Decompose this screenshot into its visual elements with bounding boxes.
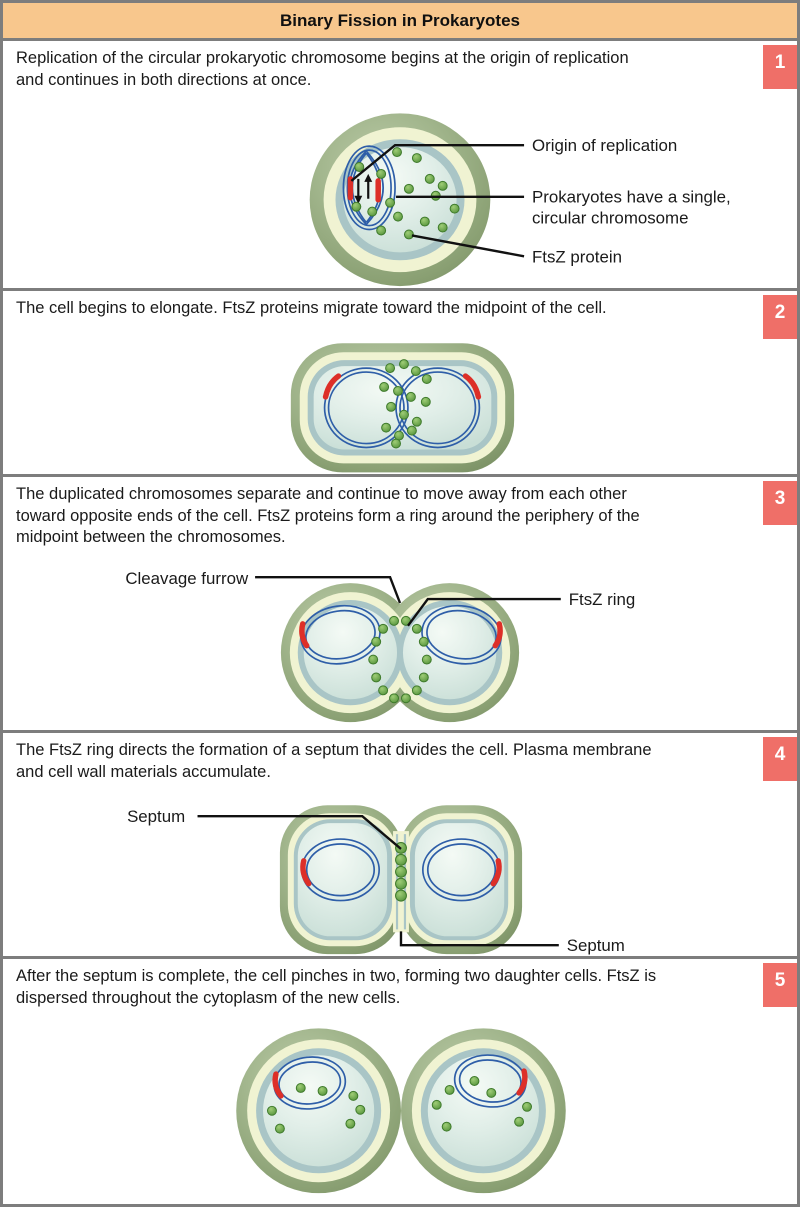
step-4-description: The FtsZ ring directs the formation of a… — [16, 740, 652, 783]
label-circular-chromosome-line2: circular chromosome — [532, 209, 688, 228]
label-circular-chromosome-line1: Prokaryotes have a single, — [532, 188, 731, 207]
step-3-text-line: The duplicated chromosomes separate and … — [16, 485, 627, 503]
origin-of-replication-marks — [300, 858, 502, 887]
step-2-number-badge: 2 — [763, 295, 797, 339]
step-1-callouts: Origin of replication Prokaryotes have a… — [350, 136, 731, 266]
cell-illustration-elongated-cell — [290, 343, 515, 473]
title-bar: Binary Fission in Prokaryotes — [3, 3, 797, 41]
step-1-description: Replication of the circular prokaryotic … — [16, 48, 629, 91]
step-4: 4 The FtsZ ring directs the formation of… — [3, 733, 797, 959]
cell-illustration-round-cell: Origin of replication Prokaryotes have a… — [309, 113, 731, 287]
step-1-text-line: and continues in both directions at once… — [16, 70, 312, 89]
ftsz-ring-dots — [368, 615, 432, 704]
step-5-text-line: dispersed throughout the cytoplasm of th… — [16, 988, 401, 1007]
step-5-text-line: After the septum is complete, the cell p… — [16, 967, 657, 985]
step-3-number-badge: 3 — [763, 481, 797, 525]
step-1-text-line: Replication of the circular prokaryotic … — [16, 49, 629, 67]
step-5-number-badge: 5 — [763, 963, 797, 1007]
step-3-description: The duplicated chromosomes separate and … — [16, 484, 640, 549]
cell-body — [309, 113, 491, 287]
step-3: 3 The duplicated chromosomes separate an… — [3, 477, 797, 733]
label-ftsz-ring: FtsZ ring — [569, 590, 636, 609]
step-4-callouts: Septum Septum — [127, 807, 625, 955]
page-title: Binary Fission in Prokaryotes — [280, 10, 520, 30]
replication-direction-arrows — [354, 173, 373, 204]
cell-illustration-septum-forming: Septum Septum — [127, 805, 625, 955]
daughter-cell-left — [236, 1028, 401, 1194]
step-2-description: The cell begins to elongate. FtsZ protei… — [16, 298, 607, 320]
cell-body — [290, 343, 515, 473]
step-2: 2 The cell begins to elongate. FtsZ prot… — [3, 291, 797, 477]
ftsz-proteins — [379, 359, 432, 449]
ftsz-proteins — [351, 147, 460, 240]
step-4-text-line: The FtsZ ring directs the formation of a… — [16, 741, 652, 759]
step-1: 1 Replication of the circular prokaryoti… — [3, 41, 797, 291]
origin-of-replication-marks — [347, 176, 381, 203]
step-3-callouts: Cleavage furrow FtsZ ring — [125, 569, 636, 627]
label-origin-of-replication: Origin of replication — [532, 136, 677, 155]
step-2-text-line: The cell begins to elongate. FtsZ protei… — [16, 299, 607, 317]
daughter-cell-right — [400, 1028, 566, 1194]
step-4-text-line: and cell wall materials accumulate. — [16, 762, 271, 781]
ftsz-beads-at-septum — [395, 842, 407, 902]
duplicating-chromosomes — [323, 367, 481, 449]
step-1-number-badge: 1 — [763, 45, 797, 89]
label-ftsz-protein: FtsZ protein — [532, 247, 622, 266]
origin-of-replication-marks — [322, 373, 482, 400]
step-3-text-line: midpoint between the chromosomes. — [16, 528, 286, 546]
step-5-description: After the septum is complete, the cell p… — [16, 966, 656, 1009]
step-5: 5 After the septum is complete, the cell… — [3, 959, 797, 1204]
cell-body — [280, 583, 520, 723]
label-septum-bottom: Septum — [567, 936, 625, 955]
label-cleavage-furrow: Cleavage furrow — [125, 569, 249, 588]
origin-of-replication-marks — [299, 621, 503, 649]
step-3-text-line: toward opposite ends of the cell. FtsZ p… — [16, 506, 640, 525]
cell-illustration-daughter-cells — [236, 1028, 566, 1194]
label-septum-top: Septum — [127, 807, 185, 826]
cell-illustration-pinching-cell: Cleavage furrow FtsZ ring — [125, 569, 636, 723]
step-4-number-badge: 4 — [763, 737, 797, 781]
